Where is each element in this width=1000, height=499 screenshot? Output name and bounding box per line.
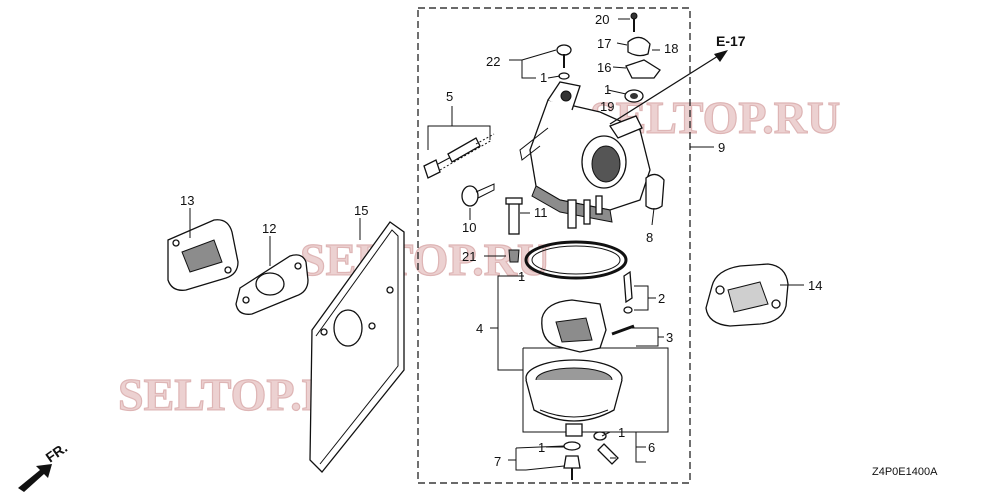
ref-arrow <box>609 50 728 125</box>
front-direction-label: FR. <box>43 439 71 465</box>
part-8-seal <box>645 173 665 210</box>
callout-1-choke: 1 <box>604 82 611 97</box>
float-chamber-boundary <box>522 347 669 433</box>
carburetor-body <box>519 81 651 229</box>
part-6-drain-screw <box>593 431 619 465</box>
callout-22: 22 <box>486 54 500 69</box>
part-5-screws <box>423 133 495 179</box>
part-11-jet <box>505 197 523 263</box>
callout-5: 5 <box>446 89 453 104</box>
diagram-code: Z4P0E1400A <box>872 466 938 478</box>
float-chamber-gasket-ring <box>524 240 628 280</box>
callout-8: 8 <box>646 230 653 245</box>
part-13-gasket <box>167 219 239 291</box>
part-22-screw <box>556 44 572 80</box>
callout-10: 10 <box>462 220 476 235</box>
carburetor-assembly-boundary <box>417 7 691 484</box>
part-14-gasket <box>705 263 789 327</box>
callout-11: 11 <box>534 205 548 220</box>
callout-14: 14 <box>808 278 822 293</box>
float-chamber <box>525 359 623 437</box>
leader-lines <box>189 18 804 471</box>
front-direction-arrow: FR. <box>18 439 70 492</box>
callout-16: 16 <box>597 60 611 75</box>
callout-13: 13 <box>180 193 194 208</box>
callout-1-washer: 1 <box>538 440 545 455</box>
callout-4: 4 <box>476 321 483 336</box>
part-12-gasket <box>235 254 309 315</box>
callout-18: 18 <box>664 41 678 56</box>
callout-12: 12 <box>262 221 276 236</box>
callout-15: 15 <box>354 203 368 218</box>
ref-e17-label: E-17 <box>716 33 746 49</box>
part-7-drain-bolt <box>563 441 581 480</box>
part-15-plate <box>309 221 405 473</box>
callout-3: 3 <box>666 330 673 345</box>
callout-19: 19 <box>600 99 614 114</box>
callout-9: 9 <box>718 140 725 155</box>
part-10-screw <box>461 183 495 207</box>
callout-1-screw: 1 <box>540 70 547 85</box>
float <box>541 299 607 353</box>
callout-7: 7 <box>494 454 501 469</box>
part-3-float-pin <box>611 324 635 336</box>
callout-2: 2 <box>658 291 665 306</box>
callout-labels: 20 17 18 16 1 19 22 1 E-17 5 9 13 15 11 … <box>180 12 938 478</box>
callout-21: 21 <box>462 249 476 264</box>
choke-parts <box>624 12 661 103</box>
callout-20: 20 <box>595 12 609 27</box>
callout-1-drain-screw: 1 <box>618 425 625 440</box>
part-2-float-valve <box>623 270 633 314</box>
callout-1-gasket: 1 <box>518 269 525 284</box>
callout-17: 17 <box>597 36 611 51</box>
callout-6: 6 <box>648 440 655 455</box>
